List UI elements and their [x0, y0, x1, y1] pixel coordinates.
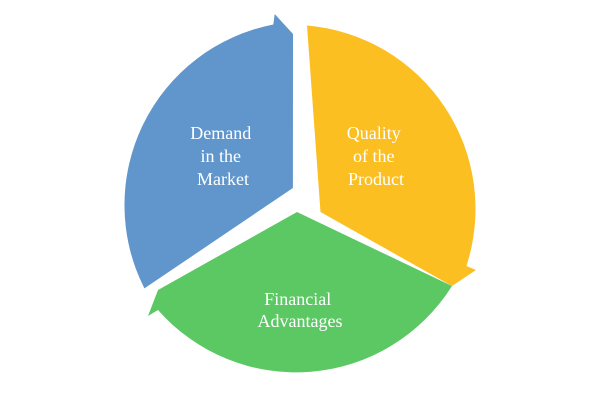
segment-quality-line-3: Product	[348, 169, 404, 189]
segment-demand-label: Demand in the Market	[190, 123, 255, 189]
segment-demand-line-3: Market	[197, 169, 249, 189]
segment-quality-line-2: of the	[353, 146, 394, 166]
segment-quality-of-the-product: Quality of the Product	[307, 25, 476, 286]
segment-quality-line-1: Quality	[347, 123, 401, 143]
segment-financial-label: Financial Advantages	[258, 289, 343, 331]
segment-financial-shape	[148, 212, 452, 373]
segment-financial-advantages: Financial Advantages	[148, 212, 452, 373]
segment-demand-line-2: in the	[201, 146, 242, 166]
segment-demand-shape	[124, 14, 293, 289]
segment-quality-shape	[307, 25, 476, 286]
segment-demand-in-the-market: Demand in the Market	[124, 14, 293, 289]
segment-financial-line-2: Advantages	[258, 311, 343, 331]
segment-financial-line-1: Financial	[264, 289, 331, 309]
segment-demand-line-1: Demand	[190, 123, 251, 143]
segment-quality-label: Quality of the Product	[347, 123, 406, 189]
